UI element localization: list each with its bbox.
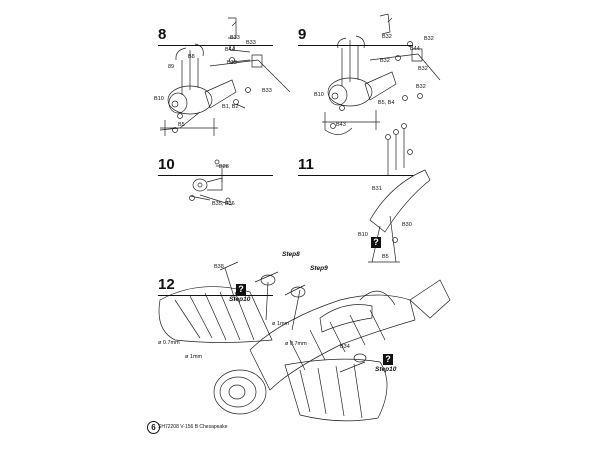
part-label: B31	[372, 186, 382, 192]
part-label: B38	[214, 264, 224, 270]
part-label: B30	[402, 222, 412, 228]
part-label: B8	[188, 54, 195, 60]
drill-size-label: ø 0.7mm	[285, 341, 307, 347]
part-label: B33	[230, 35, 240, 41]
part-label: B10	[154, 96, 164, 102]
page-number: 6	[147, 421, 160, 434]
part-label: B10	[358, 232, 368, 238]
part-label: B43	[336, 122, 346, 128]
part-label: B34	[340, 344, 350, 350]
part-label: B33	[262, 88, 272, 94]
step-11-number: 11	[298, 156, 412, 176]
part-label: B1, B2	[222, 104, 239, 110]
question-mark-icon: ?	[236, 284, 246, 295]
part-label: B44	[225, 47, 235, 53]
step-reference: Step9	[310, 265, 328, 272]
part-label: B5	[382, 254, 389, 260]
part-label: B35, B36	[212, 201, 235, 207]
part-label: B28	[219, 164, 229, 170]
part-label: B10	[314, 92, 324, 98]
step-8-number: 8	[158, 26, 278, 46]
step-reference: Step10	[375, 366, 397, 373]
footer-text: SH72208 V-156 B Chesapeake	[158, 424, 228, 430]
step-9-number: 9	[298, 26, 418, 46]
part-label: B33	[227, 60, 237, 66]
part-label: B32	[424, 36, 434, 42]
step-reference: Step8	[282, 251, 300, 258]
part-label: B5	[178, 122, 185, 128]
part-label: 89	[168, 64, 175, 70]
question-mark-icon: ?	[371, 237, 381, 248]
part-label: B32	[380, 58, 390, 64]
step8-drawing	[159, 17, 291, 136]
step-10-number: 10	[158, 156, 271, 176]
step-reference: Step10	[229, 296, 251, 303]
part-label: B44	[410, 46, 420, 52]
part-label: B5, B4	[378, 100, 395, 106]
drill-size-label: ø 1mm	[185, 354, 203, 360]
step12-drawing	[158, 261, 451, 422]
step11-drawing	[368, 123, 431, 263]
question-mark-icon: ?	[383, 354, 393, 365]
part-label: B32	[382, 34, 392, 40]
step-12-number: 12	[158, 276, 271, 296]
part-label: B32	[416, 84, 426, 90]
part-label: B32	[418, 66, 428, 72]
step10-drawing	[189, 159, 233, 206]
drill-size-label: ø 0.7mm	[158, 340, 180, 346]
step9-drawing	[322, 13, 441, 135]
part-label: B33	[246, 40, 256, 46]
drill-size-label: ø 1mm	[272, 321, 290, 327]
